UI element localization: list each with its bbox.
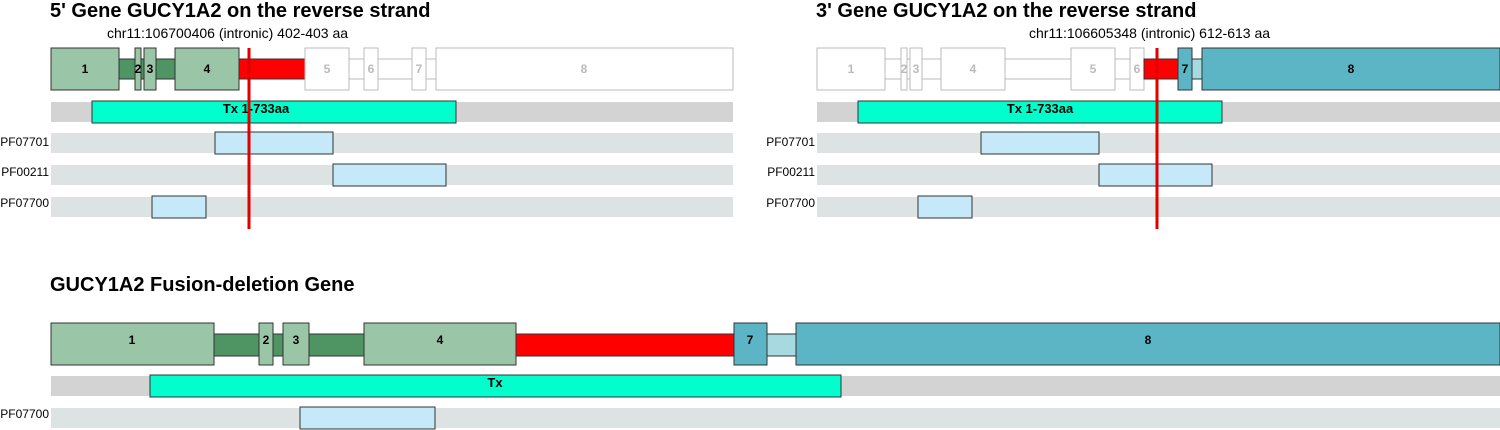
exon-label: 2 [263, 333, 270, 347]
domain-label-3p: PF00211 [767, 165, 815, 179]
exon-label: 1 [848, 62, 855, 76]
gene-track-fusion: 1 2 3 4 7 8 [50, 322, 1500, 366]
breakpoint-intron-3p [1143, 58, 1179, 80]
exon-3p-3 [909, 47, 923, 91]
domain-box-fusion [299, 406, 436, 430]
panel-3p-title: 3' Gene GUCY1A2 on the reverse strand [816, 0, 1196, 22]
exon-label: 2 [901, 62, 908, 76]
transcript-label-fusion: Tx [487, 375, 503, 390]
intron-5p [377, 58, 413, 80]
panel-5p-title: 5' Gene GUCY1A2 on the reverse strand [50, 0, 430, 22]
exon-label: 4 [204, 62, 211, 76]
exon-label: 4 [970, 62, 977, 76]
exon-label: 7 [747, 333, 754, 347]
exon-label: 4 [437, 333, 444, 347]
gene-track-5p: 1 2 3 4 5 6 7 8 [50, 47, 734, 91]
domain-box-3p [917, 195, 973, 219]
transcript-box-3p [857, 100, 1223, 124]
gene-track-3p: 1 2 3 4 5 6 7 8 [816, 47, 1500, 91]
intron-3p [1191, 58, 1203, 80]
exon-label: 5 [324, 62, 331, 76]
exon-label: 6 [1134, 62, 1141, 76]
exon-label: 2 [135, 62, 142, 76]
exon-label: 7 [416, 62, 423, 76]
exon-label: 6 [368, 62, 375, 76]
panel-5p-subtitle: chr11:106700406 (intronic) 402-403 aa [107, 25, 348, 41]
exon-3p-7 [1177, 47, 1193, 91]
exon-5p-4 [174, 47, 240, 91]
domain-track-fusion [51, 408, 1500, 428]
breakpoint-intron-fusion [515, 333, 735, 357]
exon-label: 3 [293, 333, 300, 347]
intron-3p [884, 58, 902, 80]
intron-fusion [272, 333, 284, 357]
exon-5p-3 [143, 47, 157, 91]
exon-3p-4 [940, 47, 1006, 91]
intron-3p [1114, 58, 1131, 80]
intron-3p [921, 58, 942, 80]
exon-3p-2 [900, 47, 908, 91]
exon-label: 1 [82, 62, 89, 76]
domain-label-5p: PF00211 [1, 165, 49, 179]
exon-3p-5 [1070, 47, 1116, 91]
exon-3p-1 [816, 47, 886, 91]
domain-label-5p: PF07701 [0, 135, 49, 149]
intron-fusion [213, 333, 260, 357]
exon-5p-8 [435, 47, 734, 91]
exon-3p-8 [1201, 47, 1500, 91]
exon-5p-2 [134, 47, 142, 91]
domain-label-3p: PF07701 [766, 135, 815, 149]
exon-5p-1 [50, 47, 120, 91]
exon-label: 3 [147, 62, 154, 76]
exon-fusion-8 [795, 322, 1500, 366]
intron-5p [155, 58, 176, 80]
exon-label: 1 [129, 333, 136, 347]
domain-track-5p [51, 133, 733, 153]
intron-fusion [766, 333, 797, 357]
exon-label: 5 [1090, 62, 1097, 76]
intron-fusion [308, 333, 365, 357]
domain-box-5p [332, 163, 447, 187]
transcript-label-3p: Tx 1-733aa [1007, 101, 1074, 116]
panel-3p-subtitle: chr11:106605348 (intronic) 612-613 aa [1029, 25, 1270, 41]
exon-fusion-7 [733, 322, 768, 366]
intron-3p [1004, 58, 1072, 80]
panel-5p: 5' Gene GUCY1A2 on the reverse strand ch… [0, 0, 734, 229]
domain-label-5p: PF07700 [0, 196, 49, 210]
domain-box-5p [214, 131, 334, 155]
transcript-box-5p [91, 100, 457, 124]
exon-label: 8 [581, 62, 588, 76]
exon-fusion-3 [282, 322, 310, 366]
panel-fusion: GUCY1A2 Fusion-deletion Gene 1 2 3 4 7 8 [0, 274, 1500, 430]
intron-5p [425, 58, 437, 80]
panel-fusion-title: GUCY1A2 Fusion-deletion Gene [50, 274, 354, 296]
exon-fusion-2 [258, 322, 274, 366]
exon-5p-5 [304, 47, 350, 91]
intron-5p [348, 58, 365, 80]
intron-5p [118, 58, 136, 80]
panel-3p: 3' Gene GUCY1A2 on the reverse strand ch… [766, 0, 1500, 229]
exon-fusion-1 [50, 322, 215, 366]
exon-label: 3 [913, 62, 920, 76]
exon-5p-7 [411, 47, 427, 91]
domain-box-3p [980, 131, 1100, 155]
exon-fusion-4 [363, 322, 517, 366]
transcript-label-5p: Tx 1-733aa [223, 101, 290, 116]
exon-5p-6 [363, 47, 379, 91]
domain-track-5p [51, 197, 733, 217]
transcript-box-fusion [149, 374, 842, 398]
exon-label: 8 [1145, 333, 1152, 347]
domain-box-5p [151, 195, 207, 219]
exon-label: 8 [1348, 62, 1355, 76]
domain-label-3p: PF07700 [766, 196, 815, 210]
domain-label-fusion: PF07700 [0, 407, 49, 421]
exon-label: 7 [1182, 62, 1189, 76]
